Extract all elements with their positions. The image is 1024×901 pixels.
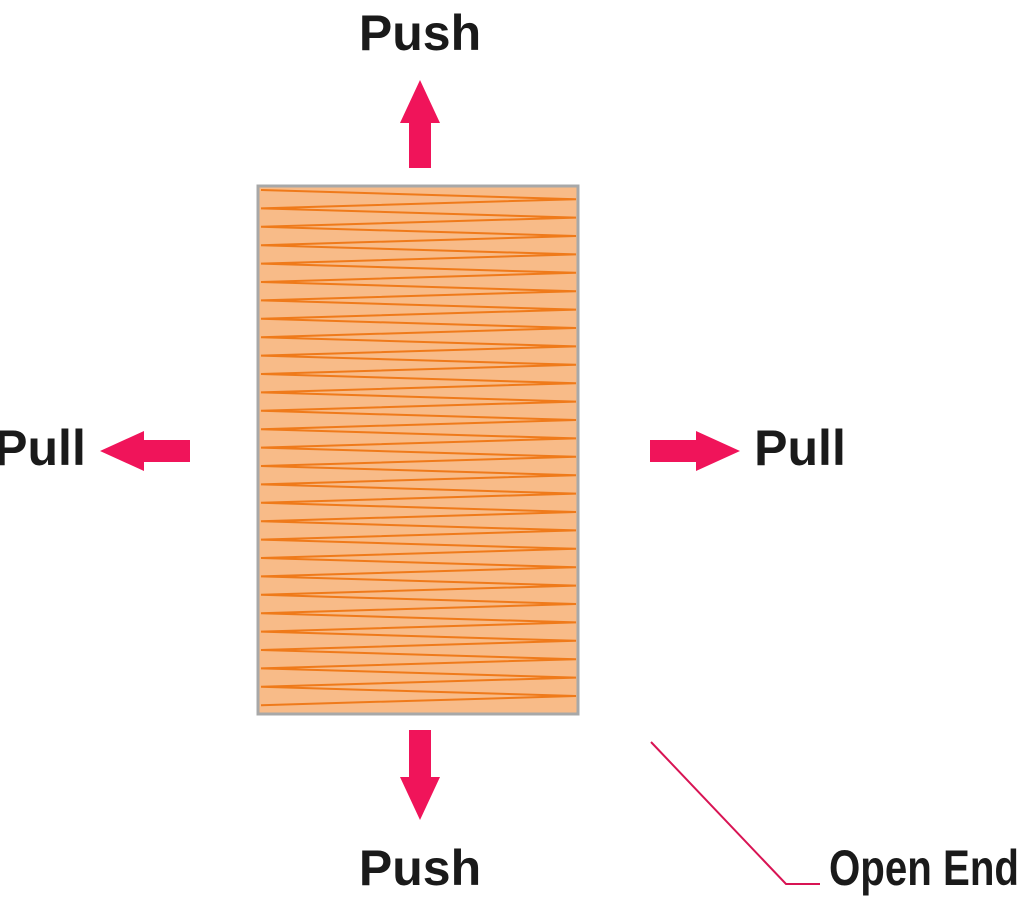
push-bottom-label: Push — [359, 840, 481, 896]
open-end-leader-line — [650, 741, 820, 885]
arrow-right-icon — [650, 431, 740, 471]
zigzag-stitching — [260, 189, 577, 707]
arrow-up-icon — [400, 80, 440, 168]
arrow-down-icon — [400, 730, 440, 820]
push-top-label: Push — [359, 5, 481, 61]
pull-left-label: Pull — [0, 420, 86, 476]
pull-right-label: Pull — [754, 420, 846, 476]
open-end-label: Open End — [829, 840, 1019, 896]
fabric-panel — [256, 184, 580, 716]
arrow-left-icon — [100, 431, 190, 471]
